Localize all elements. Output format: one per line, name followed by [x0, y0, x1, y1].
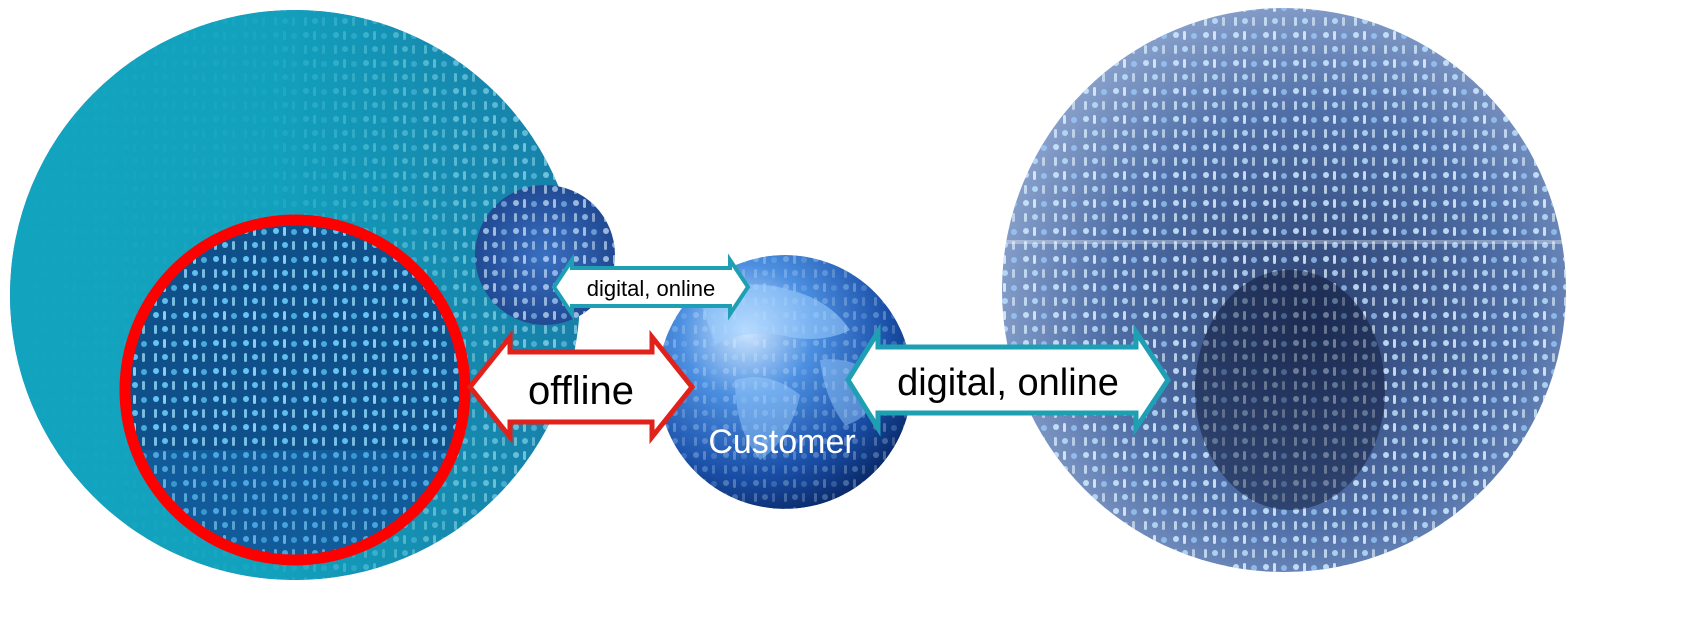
digital-online-large-arrow: digital, online	[845, 323, 1172, 437]
customer-label: Customer	[708, 423, 855, 461]
small-binary-bubble	[475, 185, 615, 325]
digital-online-small-label: digital, online	[587, 276, 715, 301]
offline-highlight-ring	[119, 214, 471, 566]
digital-online-large-label: digital, online	[897, 362, 1119, 404]
offline-label: offline	[528, 369, 634, 413]
digital-online-small-arrow: digital, online	[551, 253, 751, 321]
right-binary-circle	[1002, 8, 1566, 572]
offline-arrow: offline	[466, 329, 696, 445]
